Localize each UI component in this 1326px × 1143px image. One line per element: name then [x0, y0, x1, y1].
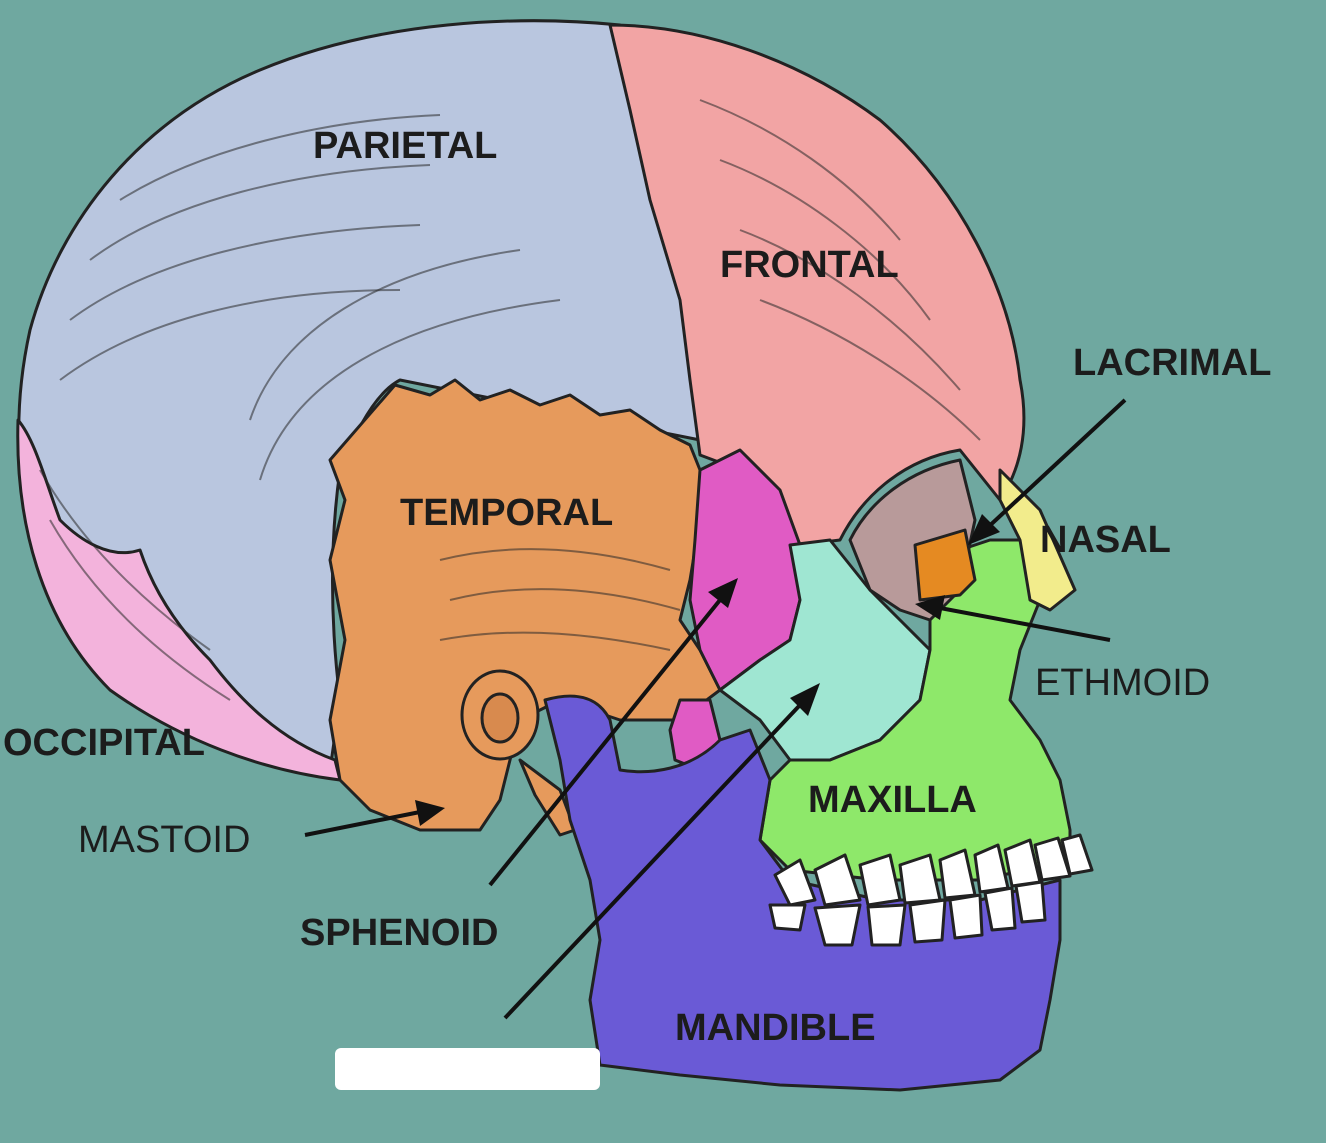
sphenoid-arrow — [488, 578, 738, 887]
upper-teeth — [773, 833, 1094, 907]
sketch-hatching — [39, 99, 981, 701]
occipital-bone — [16, 418, 342, 782]
label-frontal: FRONTAL — [720, 244, 899, 286]
blank-label-box — [335, 1048, 600, 1090]
ethmoid-arrow — [915, 595, 1111, 642]
lacrimal-arrow — [968, 398, 1127, 545]
nasal-bone — [998, 468, 1077, 612]
label-temporal: TEMPORAL — [400, 492, 613, 534]
lacrimal-bone — [913, 528, 977, 602]
ear-canal-inner — [480, 692, 520, 744]
lower-teeth — [768, 880, 1047, 947]
label-maxilla: MAXILLA — [808, 779, 977, 821]
label-mastoid: MASTOID — [78, 819, 250, 861]
label-ethmoid: ETHMOID — [1035, 662, 1210, 704]
label-sphenoid: SPHENOID — [300, 912, 498, 954]
label-occipital: OCCIPITAL — [3, 722, 205, 764]
label-mandible: MANDIBLE — [675, 1007, 876, 1049]
label-parietal: PARIETAL — [313, 125, 497, 167]
label-nasal: NASAL — [1040, 519, 1171, 561]
styloid-process — [518, 758, 577, 837]
label-lacrimal: LACRIMAL — [1073, 342, 1271, 384]
frontal-bone — [608, 23, 1026, 547]
mastoid-arrow — [304, 800, 445, 837]
zygomatic-arrow — [503, 683, 820, 1020]
